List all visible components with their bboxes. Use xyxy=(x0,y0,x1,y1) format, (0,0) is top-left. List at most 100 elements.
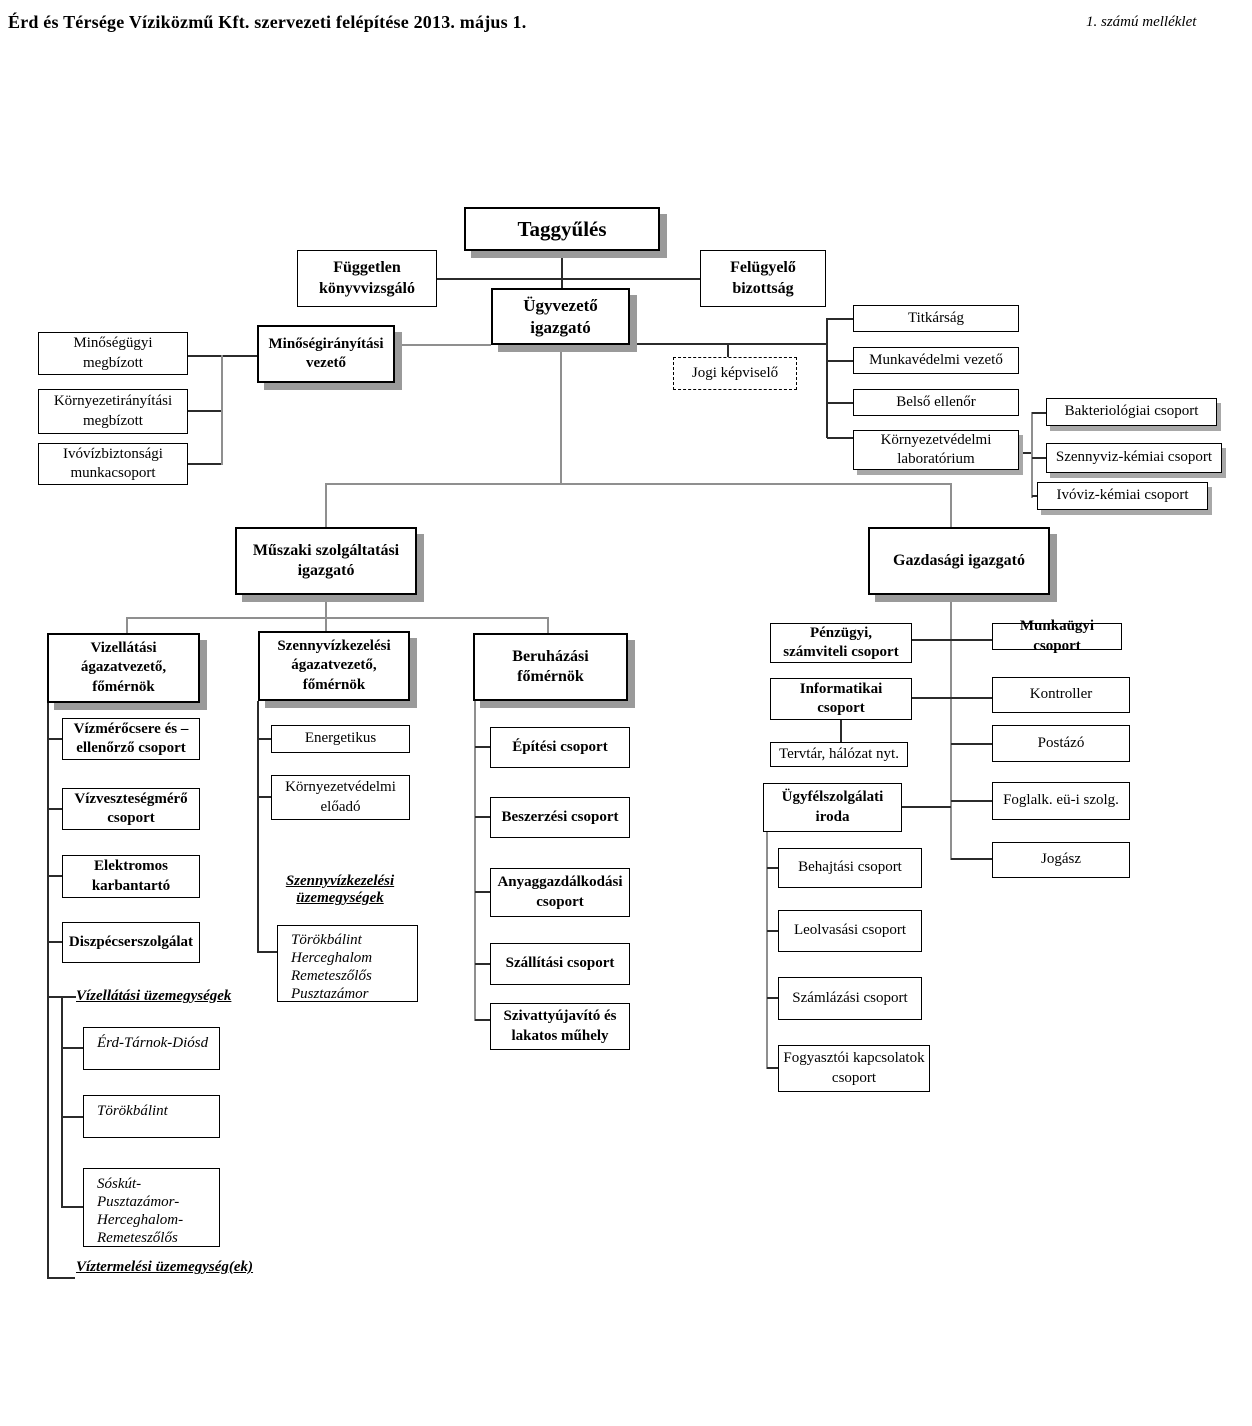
connector-line xyxy=(951,743,992,745)
node-vizmerocsere-csoport: Vízmérőcsere és – ellenőrző csoport xyxy=(62,718,200,760)
connector-line xyxy=(1031,412,1033,498)
node-jogi-kepviselo: Jogi képviselő xyxy=(673,357,797,390)
node-kontroller: Kontroller xyxy=(992,677,1130,713)
connector-line xyxy=(827,402,853,404)
connector-line xyxy=(221,355,223,465)
connector-line xyxy=(395,344,491,346)
connector-line xyxy=(188,463,221,465)
node-kornyezetvedelmi-eloado: Környezetvédelmi előadó xyxy=(271,775,410,820)
connector-line xyxy=(951,858,992,860)
connector-line xyxy=(1019,452,1032,454)
node-elektromos-karbantarto: Elektromos karbantartó xyxy=(62,855,200,898)
node-szamlazasi-csoport: Számlázási csoport xyxy=(778,977,922,1020)
connector-line xyxy=(258,738,271,740)
connector-line xyxy=(951,639,992,641)
heading-vizellatasi-uzemegysegek: Vízellátási üzemegységek xyxy=(76,988,232,1004)
connector-line xyxy=(840,720,842,742)
connector-line xyxy=(560,345,562,484)
node-munkaugyi-csoport: Munkaügyi csoport xyxy=(992,618,1122,654)
page-title: Érd és Térsége Víziközmű Kft. szervezeti… xyxy=(8,12,527,32)
connector-line xyxy=(951,697,992,699)
connector-line xyxy=(474,701,476,1021)
connector-line xyxy=(437,278,700,280)
connector-line xyxy=(766,832,768,1069)
node-anyaggazdalkodasi-csoport: Anyaggazdálkodási csoport xyxy=(490,868,630,917)
node-soskut-egyseg: Sóskút- Pusztazámor- Herceghalom- Remete… xyxy=(83,1168,220,1247)
connector-line xyxy=(951,800,992,802)
node-gazdasagi-igazgato: Gazdasági igazgató xyxy=(868,527,1050,595)
node-torokbalint-vizellatasi: Törökbálint xyxy=(83,1095,220,1138)
node-szennyviz-telepek: Törökbálint Herceghalom Remeteszőlős Pus… xyxy=(277,925,418,1002)
connector-line xyxy=(48,738,62,740)
connector-line xyxy=(1032,495,1038,497)
connector-line xyxy=(61,996,63,1208)
connector-line xyxy=(325,483,327,527)
node-titkarsag: Titkárság xyxy=(853,305,1019,332)
node-epitesi-csoport: Építési csoport xyxy=(490,727,630,768)
connector-line xyxy=(126,617,128,634)
connector-line xyxy=(48,875,62,877)
node-erd-tarnok-diosd: Érd-Tárnok-Diósd xyxy=(83,1027,220,1070)
connector-line xyxy=(727,344,729,358)
node-felugyelo-bizottsag: Felügyelő bizottság xyxy=(700,250,826,307)
node-kornyezetvedelmi-laboratorium: Környezetvédelmi laboratórium xyxy=(853,430,1019,470)
connector-line xyxy=(1032,412,1046,414)
connector-line xyxy=(950,595,952,860)
heading-viztermelesi-uzemegysegek: Víztermelési üzemegység(ek) xyxy=(76,1259,254,1275)
node-diszpecserszolgalat: Diszpécserszolgálat xyxy=(62,922,200,963)
node-kornyezetiranyitasi-megbizott: Környezetirányítási megbízott xyxy=(38,389,188,434)
connector-line xyxy=(902,806,951,808)
connector-line xyxy=(767,867,778,869)
node-foglalkozas-eu-szolgalat: Foglalk. eü-i szolg. xyxy=(992,782,1130,820)
connector-line xyxy=(826,318,828,438)
connector-line xyxy=(912,697,951,699)
node-fuggetlen-konyvvizsgalo: Független könyvvizsgáló xyxy=(297,250,437,307)
node-beruhazasi-fomernok: Beruházási főmérnök xyxy=(473,633,628,701)
connector-line xyxy=(188,410,221,412)
connector-line xyxy=(827,437,853,439)
connector-line xyxy=(547,617,549,634)
node-beszerzesi-csoport: Beszerzési csoport xyxy=(490,797,630,838)
node-ugyfelszolgalati-iroda: Ügyfélszolgálati iroda xyxy=(763,783,902,832)
connector-line xyxy=(47,703,49,1279)
node-ivoviz-kemiai-csoport: Ivóviz-kémiai csoport xyxy=(1037,482,1208,510)
node-munkavedelmi-vezeto: Munkavédelmi vezető xyxy=(853,347,1019,374)
node-informatikai-csoport: Informatikai csoport xyxy=(770,678,912,720)
connector-line xyxy=(48,941,62,943)
connector-line xyxy=(767,930,778,932)
node-szallitasi-csoport: Szállítási csoport xyxy=(490,943,630,985)
node-vizellatasi-fomernok: Vizellátási ágazatvezető, főmérnök xyxy=(47,633,200,703)
connector-line xyxy=(475,746,490,748)
connector-line xyxy=(475,1019,490,1021)
connector-line xyxy=(62,1047,83,1049)
node-fogyasztoi-kapcsolatok-csoport: Fogyasztói kapcsolatok csoport xyxy=(778,1045,930,1092)
node-penzugyi-csoport: Pénzügyi, számviteli csoport xyxy=(770,623,912,663)
connector-line xyxy=(827,318,853,320)
node-taggyules: Taggyűlés xyxy=(464,207,660,251)
node-muszaki-igazgato: Műszaki szolgáltatási igazgató xyxy=(235,527,417,595)
node-postazo: Postázó xyxy=(992,725,1130,762)
node-energetikus: Energetikus xyxy=(271,725,410,753)
connector-line xyxy=(561,251,563,290)
node-behajtasi-csoport: Behajtási csoport xyxy=(778,848,922,888)
node-ivovizbiztonsagi-munkacsoport: Ivóvízbiztonsági munkacsoport xyxy=(38,443,188,485)
connector-line xyxy=(475,816,490,818)
connector-line xyxy=(126,617,549,619)
connector-line xyxy=(767,997,778,999)
connector-line xyxy=(1032,457,1046,459)
annex-label: 1. számú melléklet xyxy=(1086,14,1197,30)
connector-line xyxy=(258,951,277,953)
node-minosegiranyitasi-vezeto: Minőségirányítási vezető xyxy=(257,325,395,383)
node-szennyviz-kemiai-csoport: Szennyviz-kémiai csoport xyxy=(1046,443,1222,473)
node-belso-ellenor: Belső ellenőr xyxy=(853,389,1019,416)
connector-line xyxy=(62,1116,83,1118)
connector-line xyxy=(827,360,853,362)
node-ugyvezeto-igazgato: Ügyvezető igazgató xyxy=(491,288,630,345)
node-bakteriologiai-csoport: Bakteriológiai csoport xyxy=(1046,398,1217,426)
node-tervtar-halozat: Tervtár, hálózat nyt. xyxy=(770,742,908,767)
connector-line xyxy=(257,701,259,953)
node-minosegugyi-megbizott: Minőségügyi megbízott xyxy=(38,332,188,375)
connector-line xyxy=(325,483,952,485)
node-vizvesztesegmero-csoport: Vízveszteségmérő csoport xyxy=(62,788,200,830)
